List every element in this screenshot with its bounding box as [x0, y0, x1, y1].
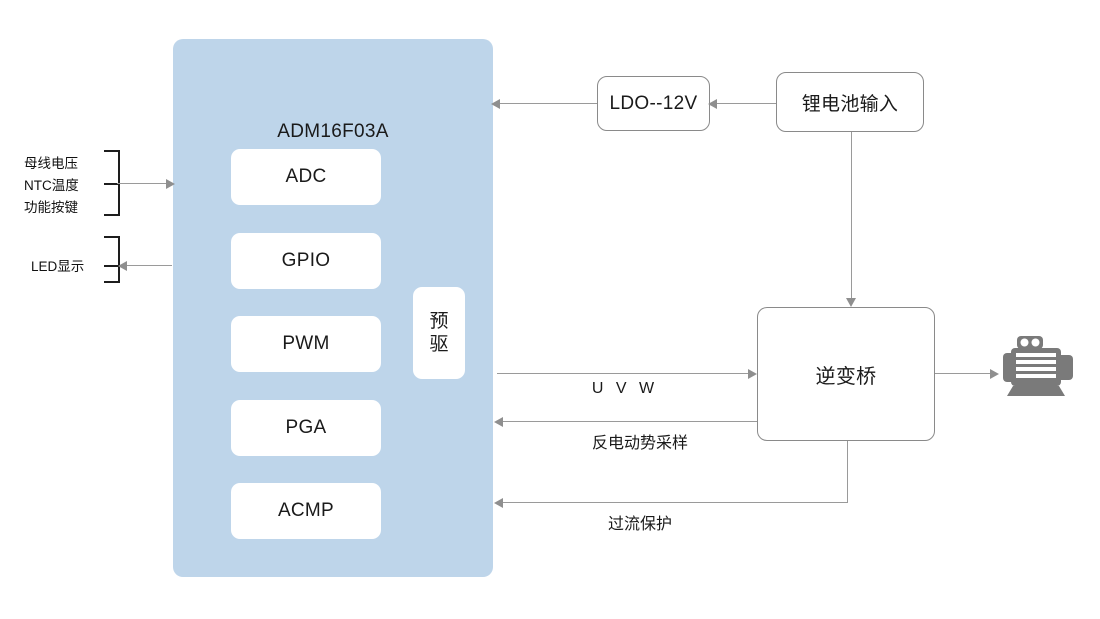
- pre-driver-label-line1: 预: [429, 310, 449, 332]
- arrowhead-ocp: [494, 498, 503, 508]
- io-input-line-ntc-temp: NTC温度: [24, 178, 79, 193]
- wire-ocp-vertical: [847, 441, 848, 503]
- block-ldo-12v[interactable]: LDO--12V: [597, 76, 710, 131]
- arrowhead-bridge-to-motor: [990, 369, 999, 379]
- arrowhead-battery-to-ldo: [708, 99, 717, 109]
- motor-icon: [1003, 336, 1073, 398]
- edge-label-bemf: 反电动势采样: [591, 435, 688, 452]
- chip-subblock-adc[interactable]: ADC: [231, 149, 381, 205]
- wire-bridge-to-motor: [935, 373, 993, 374]
- pre-driver-label-line2: 驱: [429, 334, 449, 355]
- wire-ocp-horizontal: [500, 502, 848, 503]
- wire-battery-to-bridge: [851, 132, 852, 300]
- io-input-bracket-stub: [104, 183, 118, 185]
- chip-title: ADM16F03A: [277, 121, 389, 142]
- arrowhead-ldo-to-chip: [491, 99, 500, 109]
- wire-uvw: [497, 373, 751, 374]
- chip-subblock-acmp[interactable]: ACMP: [231, 483, 381, 539]
- io-input-wire: [117, 183, 171, 184]
- io-output-led-text: LED显示: [31, 259, 85, 274]
- io-output-wire: [124, 265, 172, 266]
- wire-bemf: [500, 421, 757, 422]
- io-output-bracket: [104, 236, 120, 283]
- arrowhead-battery-to-bridge: [846, 298, 856, 307]
- io-output-bracket-stub: [104, 265, 118, 267]
- block-battery-input[interactable]: 锂电池输入: [776, 72, 924, 132]
- wire-battery-to-ldo: [713, 103, 776, 104]
- block-inverter-bridge[interactable]: 逆变桥: [757, 307, 935, 441]
- wire-ldo-to-chip: [497, 103, 597, 104]
- chip-subblock-pwm[interactable]: PWM: [231, 316, 381, 372]
- arrowhead-bemf: [494, 417, 503, 427]
- arrowhead-uvw: [748, 369, 757, 379]
- chip-subblock-pre-driver[interactable]: 预 驱: [413, 287, 465, 379]
- edge-label-ocp: 过流保护: [607, 516, 672, 533]
- chip-subblock-gpio[interactable]: GPIO: [231, 233, 381, 289]
- io-input-line-function-key: 功能按键: [24, 200, 78, 215]
- chip-subblock-pga[interactable]: PGA: [231, 400, 381, 456]
- io-input-line-bus-voltage: 母线电压: [24, 156, 78, 171]
- edge-label-uvw: U V W: [591, 380, 659, 397]
- io-input-arrowhead: [166, 179, 175, 189]
- io-output-arrowhead: [118, 261, 127, 271]
- io-input-group-text: 母线电压 NTC温度 功能按键: [24, 153, 79, 219]
